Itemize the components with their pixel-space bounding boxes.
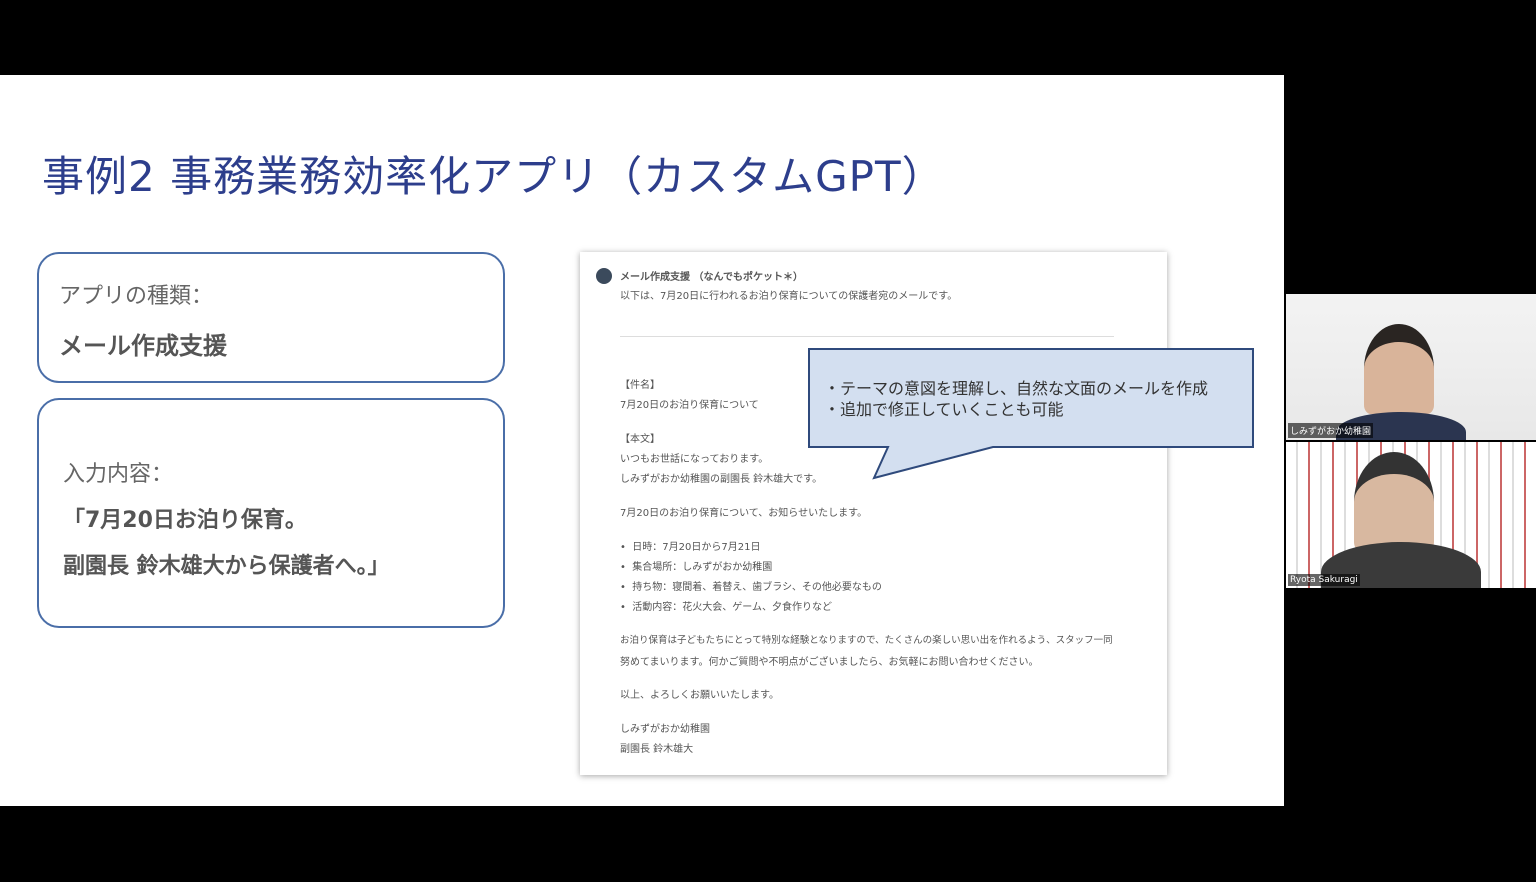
participant-video: [1364, 324, 1434, 414]
bullet: • 集合場所：しみずがおか幼稚園: [620, 562, 773, 573]
subject-label: 【件名】: [620, 380, 660, 391]
closing: 以上、よろしくお願いいたします。: [620, 690, 779, 701]
callout-shape: [808, 348, 1254, 480]
input-value-line2: 副園長 鈴木雄大から保護者へ。」: [63, 554, 390, 579]
signature-org: しみずがおか幼稚園: [620, 724, 710, 735]
app-type-label: アプリの種類：: [59, 284, 214, 309]
signature-name: 副園長 鈴木雄大: [620, 744, 694, 755]
bullet-text: 日時：7月20日から7月21日: [632, 542, 761, 553]
chatgpt-email-screenshot: メール作成支援 （なんでもポケット＊） 以下は、7月20日に行われるお泊り保育に…: [580, 252, 1167, 775]
bullet-text: 活動内容：花火大会、ゲーム、夕食作りなど: [632, 602, 832, 613]
divider: [620, 336, 1114, 337]
speech-callout: ・テーマの意図を理解し、自然な文面のメールを作成 ・追加で修正していくことも可能: [808, 348, 1254, 480]
slide-title: 事例2 事務業務効率化アプリ（カスタムGPT）: [42, 152, 945, 201]
para1: お泊り保育は子どもたちにとって特別な経験となりますので、たくさんの楽しい思い出を…: [620, 635, 1113, 646]
intro: 以下は、7月20日に行われるお泊り保育についての保護者宛のメールです。: [620, 291, 958, 302]
body-label: 【本文】: [620, 434, 660, 445]
participant-name: しみずがおか幼稚園: [1288, 423, 1374, 438]
bullet-text: 集合場所：しみずがおか幼稚園: [632, 562, 773, 573]
notice: 7月20日のお泊り保育について、お知らせいたします。: [620, 508, 868, 519]
bullet-text: 持ち物：寝間着、着替え、歯ブラシ、その他必要なもの: [632, 582, 882, 593]
greeting2: しみずがおか幼稚園の副園長 鈴木雄大です。: [620, 474, 823, 485]
input-value-line1: 「7月20日お泊り保育。: [63, 508, 307, 533]
participant-video: [1354, 452, 1434, 552]
video-tile[interactable]: しみずがおか幼稚園: [1286, 294, 1536, 440]
callout-line2: ・追加で修正していくことも可能: [824, 400, 1064, 419]
bullet: • 活動内容：花火大会、ゲーム、夕食作りなど: [620, 602, 832, 613]
sender-name: メール作成支援 （なんでもポケット＊）: [620, 272, 803, 283]
gpt-avatar-icon: [596, 268, 612, 284]
input-label: 入力内容：: [63, 462, 174, 487]
para2: 努めてまいります。何かご質問や不明点がございましたら、お気軽にお問い合わせくださ…: [620, 657, 1039, 668]
participant-name: Ryota Sakuragi: [1288, 574, 1360, 586]
input-box: 入力内容： 「7月20日お泊り保育。 副園長 鈴木雄大から保護者へ。」: [37, 398, 505, 628]
greeting1: いつもお世話になっております。: [620, 454, 769, 465]
subject: 7月20日のお泊り保育について: [620, 400, 759, 411]
callout-line1: ・テーマの意図を理解し、自然な文面のメールを作成: [824, 379, 1209, 398]
bullet: • 日時：7月20日から7月21日: [620, 542, 761, 553]
bullet: • 持ち物：寝間着、着替え、歯ブラシ、その他必要なもの: [620, 582, 882, 593]
app-type-value: メール作成支援: [59, 332, 227, 360]
presentation-slide: 事例2 事務業務効率化アプリ（カスタムGPT） アプリの種類： メール作成支援 …: [0, 75, 1284, 806]
app-type-box: アプリの種類： メール作成支援: [37, 252, 505, 383]
video-tile[interactable]: Ryota Sakuragi: [1286, 442, 1536, 588]
